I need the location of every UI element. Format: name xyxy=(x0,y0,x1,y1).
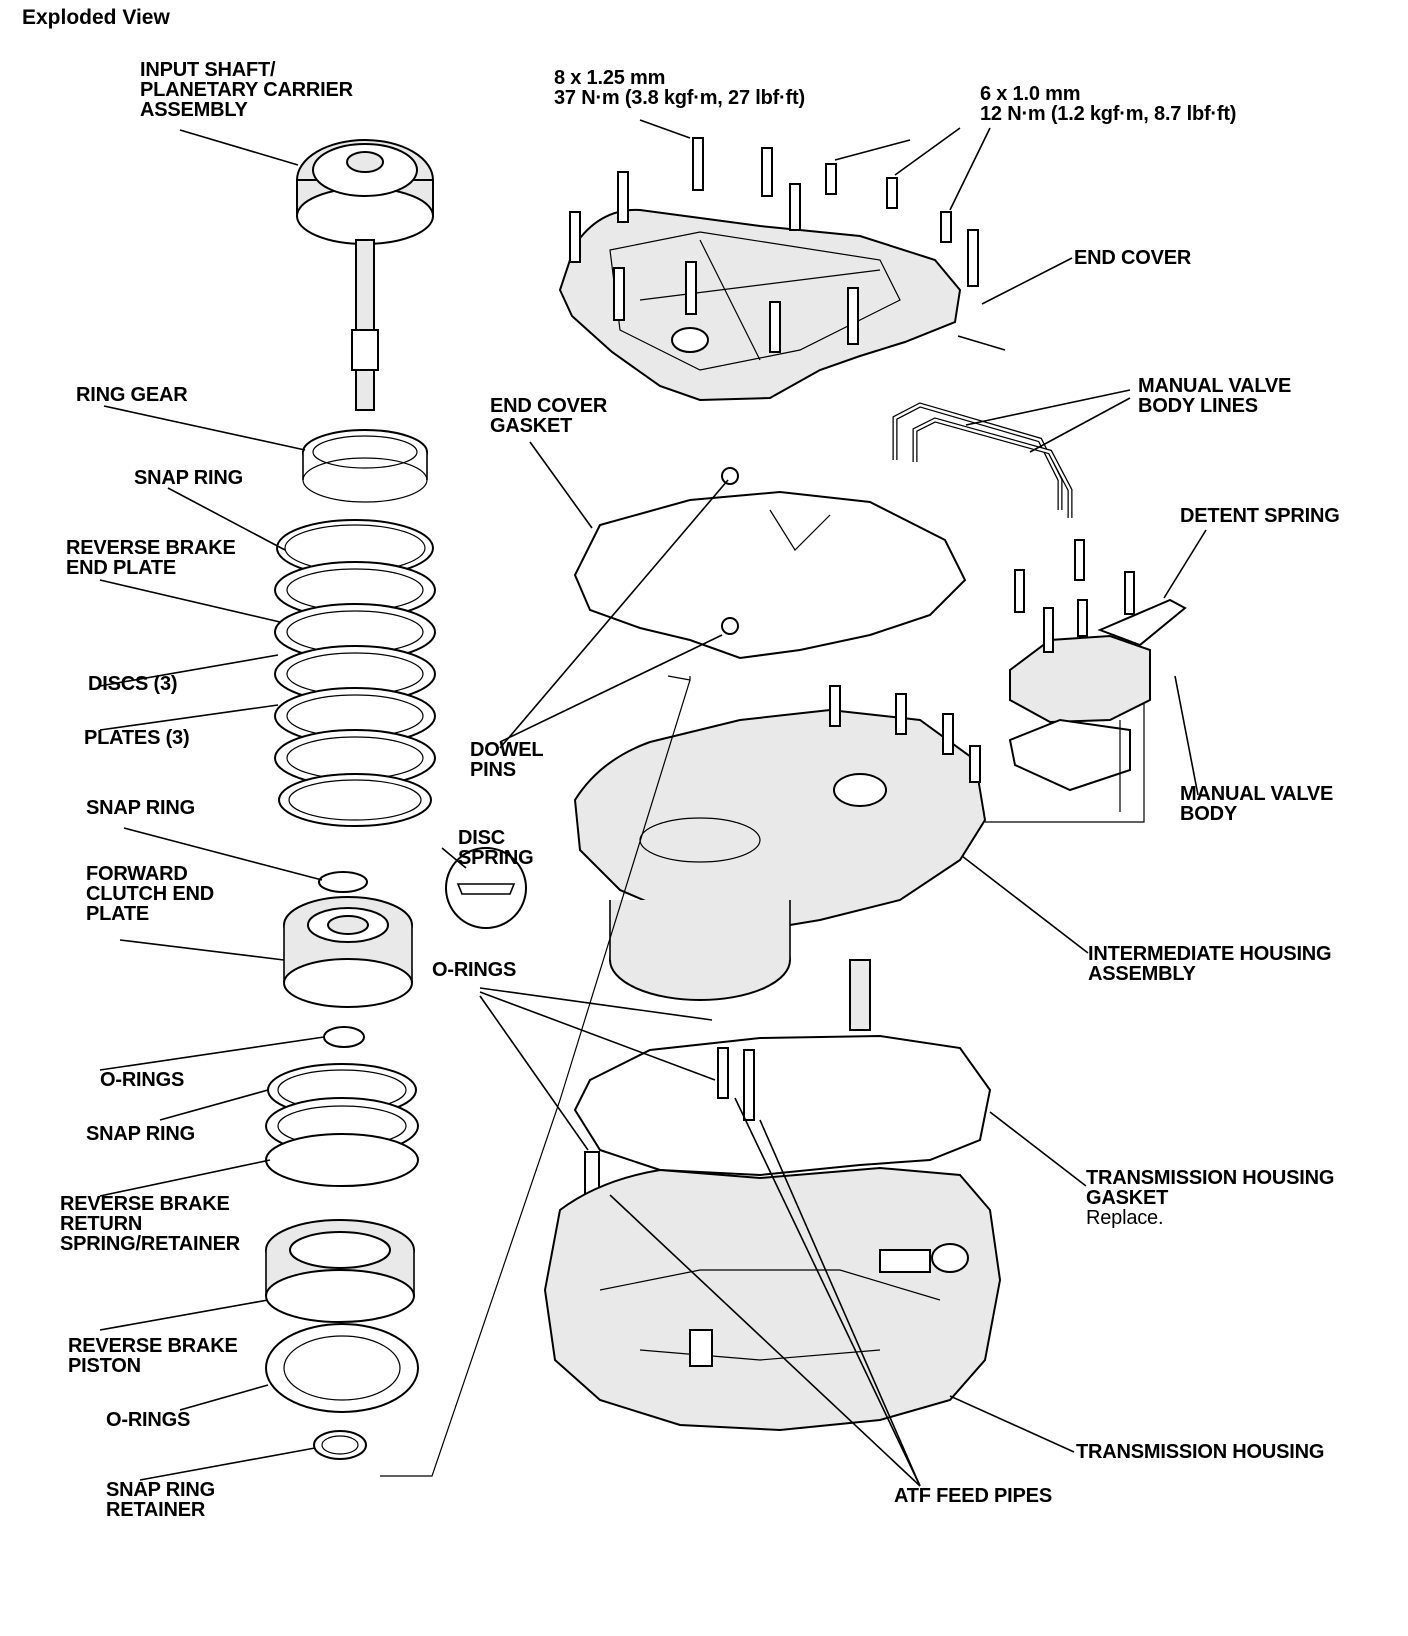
label-ring-gear: RING GEAR xyxy=(76,384,188,406)
snap-ring-lower xyxy=(265,1063,419,1187)
label-snap-ring-2: SNAP RING xyxy=(86,797,195,819)
reference-bracket xyxy=(380,675,691,1477)
label-o-rings-mid: O-RINGS xyxy=(432,959,517,981)
label-transmission-housing: TRANSMISSION HOUSING xyxy=(1076,1441,1325,1463)
o-ring-small xyxy=(323,1026,365,1048)
label-discs: DISCS (3) xyxy=(88,673,178,695)
leader-lines xyxy=(99,119,1207,1487)
page-title: Exploded View xyxy=(22,6,170,29)
transmission-housing-part xyxy=(543,1166,1002,1432)
reverse-brake-piston-housing xyxy=(265,1219,415,1323)
dowel-pin-top xyxy=(721,467,739,485)
input-shaft-assembly xyxy=(296,139,434,411)
transmission-housing-gasket-part xyxy=(573,1034,992,1177)
label-plates: PLATES (3) xyxy=(84,727,190,749)
intermediate-housing-part xyxy=(573,685,987,1031)
label-snap-ring-1: SNAP RING xyxy=(134,467,243,489)
label-snap-ring-3: SNAP RING xyxy=(86,1123,195,1145)
label-end-cover: END COVER xyxy=(1074,247,1192,269)
label-o-rings-bottom: O-RINGS xyxy=(106,1409,191,1431)
small-snap-ring xyxy=(318,871,368,893)
label-o-rings-left: O-RINGS xyxy=(100,1069,185,1091)
end-cover-gasket xyxy=(573,490,967,660)
label-detent-spring: DETENT SPRING xyxy=(1180,505,1340,527)
end-cover xyxy=(558,137,1006,402)
label-atf-feed-pipes: ATF FEED PIPES xyxy=(894,1485,1052,1507)
gasket-replace-note: Replace. xyxy=(1086,1207,1164,1229)
ring-gear xyxy=(302,429,428,503)
clutch-plate-stack xyxy=(274,519,436,827)
o-ring-large xyxy=(265,1323,419,1413)
manual-valve-body-part xyxy=(1008,539,1187,792)
snap-ring-retainer-part xyxy=(313,1430,367,1460)
forward-clutch-end-plate xyxy=(283,896,413,1008)
dowel-pin-bottom xyxy=(721,617,739,635)
